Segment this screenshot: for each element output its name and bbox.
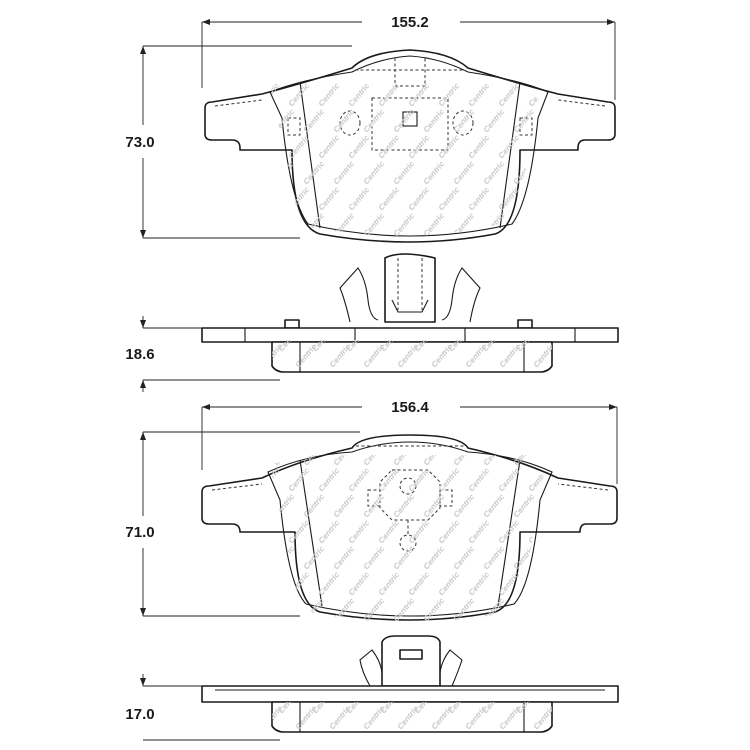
friction-material-side — [271, 341, 553, 373]
dimension-thickness-1: 18.6 — [125, 316, 280, 392]
watermark-logo-text: Centric — [542, 440, 567, 467]
plate-dividers — [244, 328, 576, 342]
watermark-logo-text: Centric — [257, 29, 282, 56]
spring-clip-left — [339, 267, 379, 323]
watermark-logo-text: Centric — [257, 570, 282, 597]
backing-plate-side-2 — [201, 685, 619, 703]
watermark-logo-text: Centric — [287, 414, 312, 441]
watermark-logo-text: Centric — [317, 414, 342, 441]
spring-clip-right — [441, 267, 481, 323]
watermark-logo-text: Centric — [527, 185, 552, 212]
watermark-logo-text: Centric — [317, 29, 342, 56]
dim-label-width-2: 156.4 — [391, 399, 429, 416]
left-chamfer-line — [299, 81, 321, 229]
dash-left-notch — [287, 117, 301, 136]
tab-left — [284, 319, 300, 329]
dash-guide-right — [452, 110, 474, 136]
friction-material-outline-2 — [267, 441, 553, 617]
center-slot — [402, 111, 418, 127]
backing-plate-side — [201, 327, 619, 343]
dim-label-thickness-1: 18.6 — [125, 346, 154, 363]
watermark-logo-text: Centric — [437, 29, 462, 56]
watermark-logo-text: Centric — [272, 55, 297, 82]
watermark-logo-text: Centric — [549, 326, 574, 353]
dash-right-guide — [439, 489, 453, 507]
friction-material-side-2 — [271, 701, 553, 733]
dash-left-ear — [214, 99, 263, 107]
watermark-logo-text: Centric — [347, 29, 372, 56]
watermark-logo-text: Centric — [287, 29, 312, 56]
watermark-logo-text: Centric — [272, 211, 297, 238]
watermark-logo-text: Centric — [497, 414, 522, 441]
watermark-logo-text: Centric — [347, 414, 372, 441]
watermark-logo-text: Centric — [527, 414, 552, 441]
watermark-logo-text: Centric — [542, 544, 567, 571]
watermark-logo-text: Centric — [549, 688, 574, 715]
watermark-logo-text: Centric — [527, 29, 552, 56]
watermark-logo-text: Centric — [257, 185, 282, 212]
watermark-logo-text: Centric — [542, 159, 567, 186]
watermark-logo-text: Centric — [542, 211, 567, 238]
pad-backing-plate-outline — [204, 49, 616, 243]
friction-material-outline — [269, 55, 549, 237]
dash-hole-top — [399, 477, 417, 495]
friction-dividers-2 — [299, 702, 525, 732]
clip-body-2 — [381, 635, 441, 687]
dash-guide-left — [339, 110, 361, 136]
watermark-logo-text: Centric — [467, 414, 492, 441]
dimension-width-2: 156.4 — [201, 399, 618, 484]
dim-label-height-1: 73.0 — [125, 134, 154, 151]
right-chamfer-line-2 — [497, 459, 521, 607]
dim-label-thickness-2: 17.0 — [125, 706, 154, 723]
clip-window — [399, 649, 423, 660]
watermark-logo-text: Centric — [527, 570, 552, 597]
watermark-logo-text: Centric — [272, 596, 297, 623]
watermark-logo-text: Centric — [272, 544, 297, 571]
watermark-logo-text: Centric — [467, 29, 492, 56]
watermark-logo-text: Centric — [272, 440, 297, 467]
dash-left-guide — [367, 489, 381, 507]
left-chamfer-line-2 — [299, 459, 323, 607]
dim-label-width-1: 155.2 — [391, 14, 429, 31]
right-chamfer-line — [499, 81, 521, 229]
tab-right — [517, 319, 533, 329]
dimension-height-1: 73.0 — [125, 45, 352, 239]
watermark-logo-text: Centric — [512, 55, 537, 82]
dash-right-notch — [519, 117, 533, 136]
pad-backing-plate-outline-2 — [201, 434, 618, 621]
dimension-width-1: 155.2 — [201, 14, 616, 100]
watermark-logo-text: Centric — [512, 440, 537, 467]
watermark-logo-text: Centric — [542, 596, 567, 623]
watermark-logo-text: Centric — [542, 55, 567, 82]
dash-center-box — [371, 97, 449, 151]
clip-detail — [391, 299, 429, 313]
dash-right-ear — [557, 99, 606, 107]
dash-left-ear-2 — [211, 483, 263, 491]
watermark-logo-text: Centric — [512, 211, 537, 238]
dash-clip-slot — [394, 58, 426, 87]
dimension-height-2: 71.0 — [125, 431, 360, 617]
watermark-logo-text: Centric — [257, 414, 282, 441]
dash-hole-bottom — [399, 534, 417, 552]
friction-dividers — [299, 342, 525, 372]
dimension-thickness-2: 17.0 — [125, 674, 280, 741]
dash-right-ear-2 — [557, 483, 609, 491]
watermark-logo-text: Centric — [497, 29, 522, 56]
watermark-logo-text: Centric — [512, 596, 537, 623]
dim-label-height-2: 71.0 — [125, 524, 154, 541]
